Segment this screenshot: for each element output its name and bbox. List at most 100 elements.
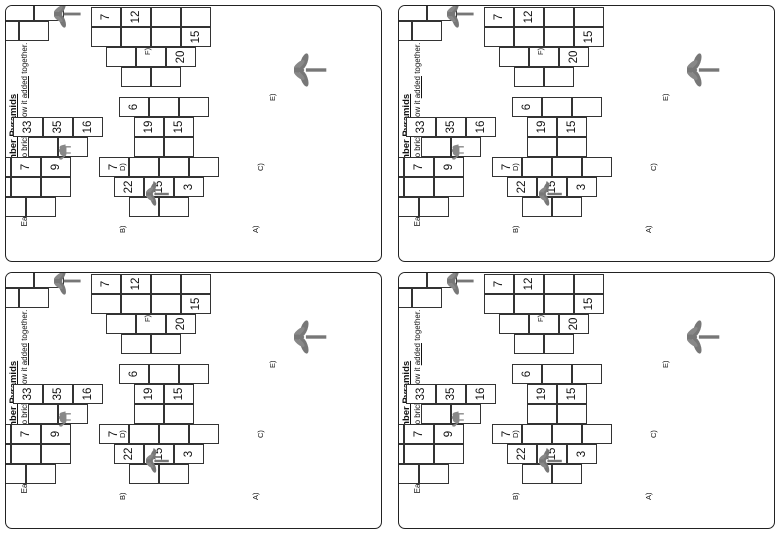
pyramid-brick[interactable] xyxy=(121,67,151,87)
pyramid-brick[interactable] xyxy=(527,404,557,424)
pyramid-brick[interactable] xyxy=(552,424,582,444)
pyramid-brick[interactable] xyxy=(181,7,211,27)
pyramid-brick[interactable] xyxy=(399,273,427,288)
pyramid-brick[interactable] xyxy=(542,364,572,384)
pyramid-brick[interactable] xyxy=(499,47,529,67)
pyramid-brick[interactable] xyxy=(527,137,557,157)
pyramid-brick[interactable] xyxy=(106,47,136,67)
pyramid-brick[interactable] xyxy=(179,97,209,117)
palm-tree-icon xyxy=(292,53,333,87)
pyramid-brick[interactable] xyxy=(542,97,572,117)
pyramid-brick[interactable] xyxy=(404,444,434,464)
pyramid-brick[interactable] xyxy=(151,294,181,314)
pyramid-brick[interactable] xyxy=(514,334,544,354)
pyramid-brick[interactable] xyxy=(522,157,552,177)
pyramid-brick[interactable] xyxy=(6,273,34,288)
pyramid-brick[interactable] xyxy=(41,444,71,464)
pyramid-brick[interactable] xyxy=(499,314,529,334)
pyramid-brick[interactable] xyxy=(544,67,574,87)
pyramid-brick[interactable] xyxy=(91,294,121,314)
pyramid-brick[interactable] xyxy=(484,27,514,47)
pyramid-brick[interactable] xyxy=(151,27,181,47)
pyramid-brick[interactable] xyxy=(19,21,49,41)
pyramid-brick[interactable] xyxy=(11,444,41,464)
pyramid-brick[interactable] xyxy=(514,294,544,314)
pyramid-brick[interactable] xyxy=(19,288,49,308)
pyramid-brick[interactable] xyxy=(151,274,181,294)
pyramid-brick[interactable] xyxy=(28,404,58,424)
pyramid-brick[interactable] xyxy=(6,464,26,484)
pyramid-brick: 7 xyxy=(484,7,514,27)
pyramid-brick[interactable] xyxy=(164,404,194,424)
pyramid-brick[interactable] xyxy=(421,404,451,424)
pyramid-brick[interactable] xyxy=(121,27,151,47)
pyramid-brick[interactable] xyxy=(11,177,41,197)
pyramid-brick[interactable] xyxy=(134,137,164,157)
pyramid-brick: 20 xyxy=(166,47,196,67)
pyramid-brick[interactable] xyxy=(582,157,612,177)
pyramid-brick[interactable] xyxy=(557,137,587,157)
pyramid-brick[interactable] xyxy=(189,157,219,177)
pyramid-brick[interactable] xyxy=(6,6,34,21)
pyramid-brick[interactable] xyxy=(419,197,449,217)
pyramid-brick[interactable] xyxy=(544,274,574,294)
pyramid-brick[interactable] xyxy=(106,314,136,334)
pyramid-brick[interactable] xyxy=(572,364,602,384)
pyramid-brick[interactable] xyxy=(574,7,604,27)
pyramid-brick[interactable] xyxy=(6,288,19,308)
pyramid-brick[interactable] xyxy=(121,294,151,314)
pyramid-brick[interactable] xyxy=(484,294,514,314)
pyramid-brick[interactable] xyxy=(91,27,121,47)
pyramid-brick[interactable] xyxy=(412,21,442,41)
pyramid-brick[interactable] xyxy=(159,157,189,177)
pyramid-brick[interactable] xyxy=(164,137,194,157)
pyramid-brick[interactable] xyxy=(28,137,58,157)
pyramid-brick: 16 xyxy=(73,384,103,404)
pyramid-brick[interactable] xyxy=(434,444,464,464)
pyramid-brick[interactable] xyxy=(26,197,56,217)
pyramid-brick[interactable] xyxy=(181,274,211,294)
pyramid-brick[interactable] xyxy=(544,334,574,354)
pyramid-brick[interactable] xyxy=(399,464,419,484)
pyramid-brick[interactable] xyxy=(399,6,427,21)
pyramid-brick[interactable] xyxy=(544,7,574,27)
pyramid-brick[interactable] xyxy=(552,157,582,177)
pyramid-brick[interactable] xyxy=(557,404,587,424)
pyramid-brick[interactable] xyxy=(121,334,151,354)
pyramid-brick[interactable] xyxy=(134,404,164,424)
pyramid-brick[interactable] xyxy=(129,157,159,177)
pyramid-brick[interactable] xyxy=(399,288,412,308)
pyramid-brick[interactable] xyxy=(421,137,451,157)
pyramid-label: B) xyxy=(118,225,127,234)
pyramid-brick[interactable] xyxy=(514,27,544,47)
pyramid-brick[interactable] xyxy=(6,197,26,217)
pyramid-brick[interactable] xyxy=(6,21,19,41)
pyramid-brick[interactable] xyxy=(544,27,574,47)
pyramid-brick[interactable] xyxy=(544,294,574,314)
pyramid-brick[interactable] xyxy=(129,424,159,444)
pyramid-brick[interactable] xyxy=(514,67,544,87)
pyramid-brick[interactable] xyxy=(26,464,56,484)
pyramid-brick[interactable] xyxy=(399,21,412,41)
pyramid-brick[interactable] xyxy=(404,177,434,197)
pyramid-brick[interactable] xyxy=(399,197,419,217)
pyramid-brick[interactable] xyxy=(434,177,464,197)
pyramid-brick[interactable] xyxy=(189,424,219,444)
pyramid-brick[interactable] xyxy=(572,97,602,117)
pyramid-brick: 15 xyxy=(164,117,194,137)
pyramid-brick[interactable] xyxy=(179,364,209,384)
pyramid-label: C) xyxy=(256,163,265,171)
pyramid-brick[interactable] xyxy=(412,288,442,308)
pyramid-brick[interactable] xyxy=(582,424,612,444)
pyramid-brick[interactable] xyxy=(151,334,181,354)
pyramid-brick[interactable] xyxy=(151,7,181,27)
pyramid-brick[interactable] xyxy=(149,97,179,117)
pyramid-brick[interactable] xyxy=(419,464,449,484)
pyramid-brick[interactable] xyxy=(574,274,604,294)
pyramid-brick[interactable] xyxy=(41,177,71,197)
pyramid-brick[interactable] xyxy=(159,424,189,444)
pyramid-brick[interactable] xyxy=(522,424,552,444)
pyramid-brick[interactable] xyxy=(149,364,179,384)
pyramid-brick[interactable] xyxy=(151,67,181,87)
instructions-text: together. xyxy=(413,309,422,344)
